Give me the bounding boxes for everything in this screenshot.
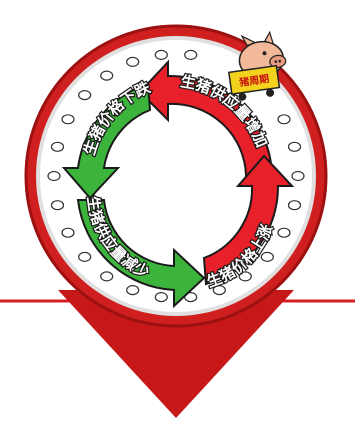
cloud-puff [212,285,226,296]
cloud-puff [61,114,75,125]
cloud-puff [100,271,114,282]
cloud-puff [238,271,252,282]
cloud-puff [291,170,305,182]
cloud-puff [61,227,75,238]
cloud-puff [78,89,92,101]
cloud-puff [287,141,302,152]
cloud-puff [50,141,65,152]
cloud-puff [184,49,198,61]
cloud-puff [50,200,65,211]
cloud-puff [154,49,168,61]
cloud-puff [47,170,61,182]
cycle-diagram: 生猪供应量增加 生猪价格下跌 生猪供应量减少 生猪价格上涨 [61,59,295,309]
arrow-capacity-down [76,199,206,309]
cloud-puff [277,227,291,238]
cloud-puff-icon [47,49,305,303]
arrow-capacity-up [138,59,274,176]
cloud-puff [100,70,114,81]
cloud-puff [260,251,274,262]
cloud-puff [277,114,291,125]
cloud-puff [126,285,140,296]
cart-icon: 猪周期 [227,64,281,101]
cloud-puff [287,200,302,211]
cloud-puff [126,56,140,68]
arrow-price-down [61,82,152,200]
cloud-puff [154,292,168,303]
cloud-puff [78,251,92,262]
arrow-price-up [202,154,295,286]
pig-cart: 猪周期 [227,30,287,101]
cart-label: 猪周期 [237,72,270,89]
